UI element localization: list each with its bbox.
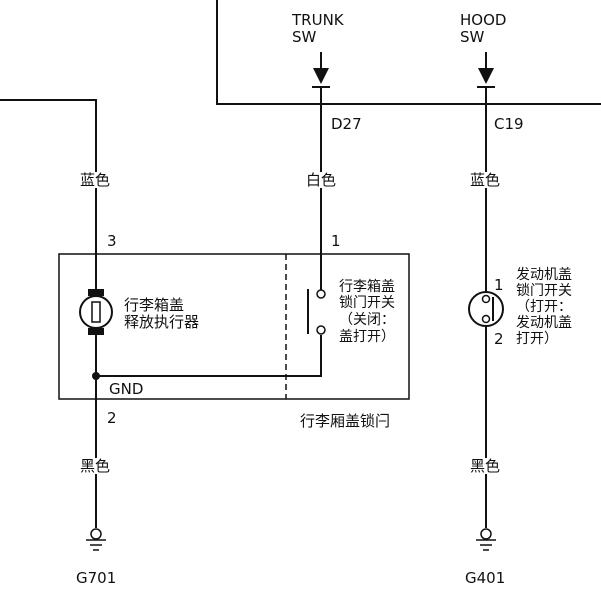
wire-color-left-bottom: 黑色 [80, 457, 111, 475]
ground-g701-icon [86, 528, 106, 551]
hood-switch-icon [468, 291, 504, 327]
hood-switch-label-3: （打开： [516, 299, 572, 315]
trunk-connector-icon [312, 52, 330, 88]
motor-icon [79, 289, 113, 335]
pin-hood-top: 1 [494, 276, 504, 294]
latch-box [58, 253, 410, 400]
trunk-switch-label-1: 行李箱盖 [339, 279, 395, 295]
ecu-box-outline [216, 0, 601, 105]
actuator-label-2: 释放执行器 [124, 313, 200, 331]
hood-connector-icon [477, 52, 495, 88]
pin-trunk-switch: 1 [331, 232, 341, 250]
hood-sw-label-1: HOOD [460, 11, 507, 29]
latch-label: 行李厢盖锁闩 [300, 412, 391, 430]
actuator-label-1: 行李箱盖 [124, 296, 185, 314]
trunk-sw-label-2: SW [292, 28, 317, 46]
hood-switch-label-1: 发动机盖 [516, 267, 572, 283]
trunk-switch-label-4: 盖打开） [339, 329, 395, 345]
pin-hood-bottom: 2 [494, 330, 504, 348]
gnd-junction-icon [92, 372, 100, 380]
wire-color-right-bottom: 黑色 [470, 457, 501, 475]
trunk-sw-label-1: TRUNK [292, 11, 344, 29]
hood-switch-label-4: 发动机盖 [516, 315, 572, 331]
trunk-switch-label-3: （关闭： [339, 312, 395, 328]
connector-d27: D27 [331, 115, 362, 133]
wire-color-left: 蓝色 [80, 171, 111, 189]
ground-g401-label: G401 [465, 569, 506, 587]
hood-switch-label-2: 锁门开关 [516, 283, 572, 299]
wire-color-middle: 白色 [306, 171, 337, 189]
gnd-wire [96, 335, 322, 377]
connector-c19: C19 [494, 115, 524, 133]
hood-switch-label-5: 打开） [516, 331, 558, 347]
pin-actuator-top: 3 [107, 232, 117, 250]
wire-color-right: 蓝色 [470, 171, 501, 189]
ground-g701-label: G701 [76, 569, 117, 587]
left-wire [0, 99, 97, 290]
gnd-label: GND [109, 380, 144, 398]
trunk-switch-label-2: 锁门开关 [339, 295, 395, 311]
trunk-switch-icon [307, 289, 326, 335]
hood-sw-label-2: SW [460, 28, 485, 46]
ground-g401-icon [476, 528, 496, 551]
pin-actuator-bottom: 2 [107, 409, 117, 427]
